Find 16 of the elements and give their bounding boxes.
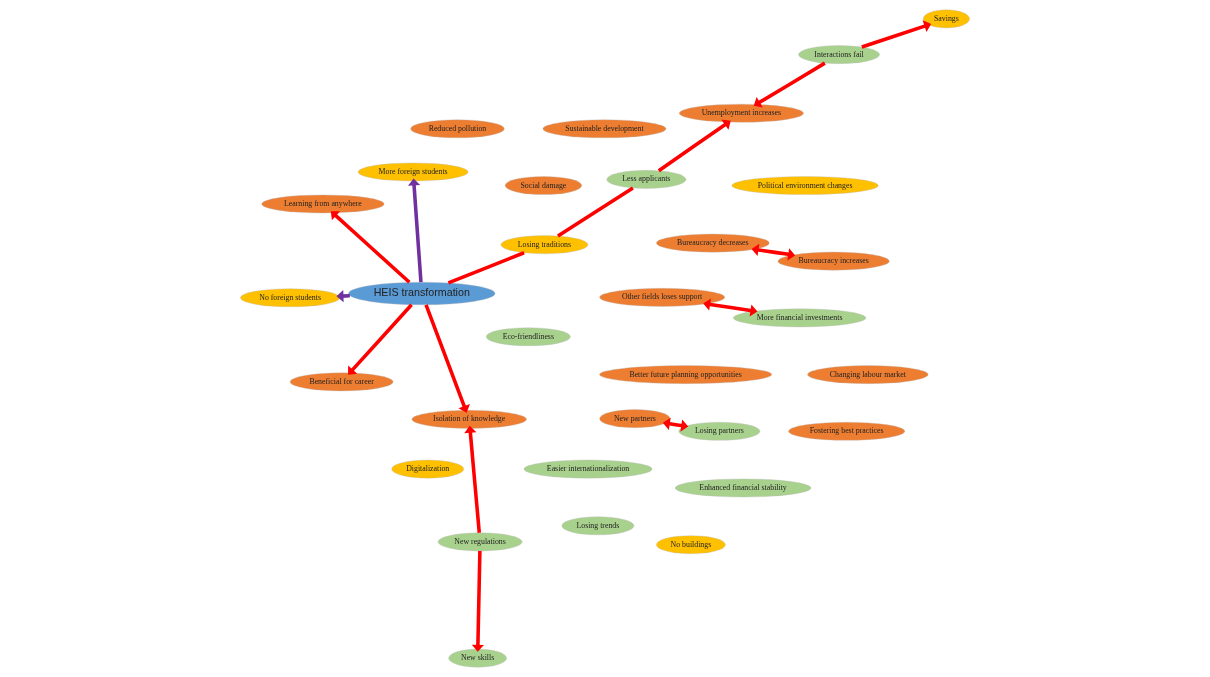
- arrow: [703, 298, 758, 317]
- arrow: [662, 417, 689, 432]
- arrow: [471, 550, 485, 652]
- arrow: [330, 211, 411, 284]
- arrow: [424, 304, 470, 413]
- arrow: [464, 425, 482, 533]
- arrow: [348, 303, 413, 375]
- connector: [447, 251, 525, 285]
- arrow: [336, 289, 350, 303]
- arrow: [407, 178, 423, 283]
- node-ellipse: HEIS transformation: [348, 282, 496, 305]
- arrow: [751, 243, 796, 261]
- arrow: [861, 20, 932, 49]
- connector: [556, 186, 634, 238]
- arrow: [753, 61, 826, 108]
- arrow: [657, 119, 731, 173]
